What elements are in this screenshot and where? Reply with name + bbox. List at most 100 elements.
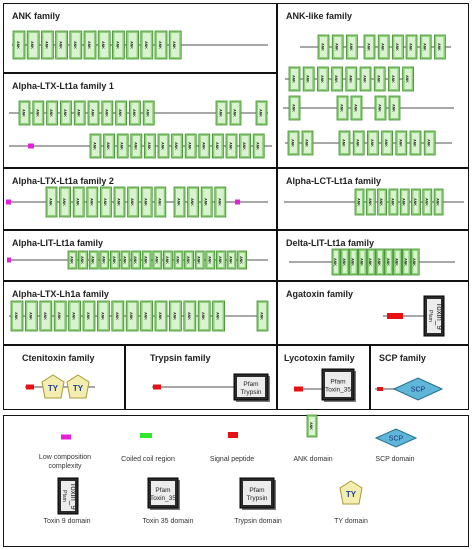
ank-domain-highlight bbox=[404, 69, 412, 89]
ank-domain-highlight bbox=[362, 69, 369, 89]
ank-domain-highlight bbox=[378, 251, 382, 273]
ty-domain bbox=[339, 480, 363, 505]
ank-domain-highlight bbox=[218, 103, 225, 123]
ank-domain-label: ANK bbox=[260, 312, 264, 320]
ank-domain-label: ANK bbox=[340, 104, 344, 112]
ank-domain-label: ANK bbox=[309, 422, 313, 430]
ank-domain-label: ANK bbox=[165, 256, 169, 264]
ank-domain-highlight bbox=[185, 303, 194, 329]
ank-domain-label: ANK bbox=[405, 75, 409, 83]
ank-domain-label: ANK bbox=[390, 198, 394, 206]
ank-domain-highlight bbox=[112, 253, 118, 267]
toxin9-name-label: Toxin_9 bbox=[435, 302, 444, 330]
ank-domain-label: ANK bbox=[157, 198, 161, 206]
ank-domain-highlight bbox=[383, 133, 391, 153]
ank-domain-label: ANK bbox=[207, 256, 211, 264]
ank-domain-highlight bbox=[218, 253, 224, 267]
ank-domain-label: ANK bbox=[219, 109, 223, 117]
ank-domain-label: ANK bbox=[335, 43, 339, 51]
ank-domain-label: ANK bbox=[172, 312, 176, 320]
ank-domain-highlight bbox=[197, 253, 203, 267]
ty-domain-label: TY bbox=[73, 384, 84, 393]
ank-domain-label: ANK bbox=[363, 75, 367, 83]
ank-domain-highlight bbox=[92, 136, 99, 156]
ank-domain-label: ANK bbox=[158, 41, 162, 49]
ank-domain-label: ANK bbox=[30, 41, 34, 49]
ank-domain-highlight bbox=[390, 191, 396, 213]
ank-domain-highlight bbox=[347, 69, 355, 89]
ank-domain-label: ANK bbox=[144, 41, 148, 49]
ank-domain-label: ANK bbox=[368, 258, 372, 266]
legend-toxin35-domain-face bbox=[151, 481, 175, 505]
ank-domain-label: ANK bbox=[370, 139, 374, 147]
ank-domain-highlight bbox=[113, 303, 122, 329]
legend-trypsin-domain-face bbox=[243, 481, 271, 505]
ank-domain-label: ANK bbox=[129, 312, 133, 320]
ank-domain-label: ANK bbox=[118, 109, 122, 117]
ank-domain-highlight bbox=[402, 191, 408, 213]
ank-domain-label: ANK bbox=[351, 258, 355, 266]
ank-domain-highlight bbox=[408, 37, 415, 57]
ank-domain-label: ANK bbox=[188, 142, 192, 150]
ank-domain-highlight bbox=[145, 103, 153, 123]
toxin9-pfam-label: Pfam bbox=[427, 310, 433, 322]
ank-domain-label: ANK bbox=[161, 142, 165, 150]
ank-domain-label: ANK bbox=[357, 198, 361, 206]
ank-domain-highlight bbox=[413, 251, 418, 273]
ank-domain-label: ANK bbox=[386, 258, 390, 266]
ank-domain-label: ANK bbox=[334, 75, 338, 83]
ank-domain-label: ANK bbox=[172, 41, 176, 49]
ank-domain-label: ANK bbox=[381, 43, 385, 51]
scp-domain bbox=[392, 377, 444, 401]
ank-domain-highlight bbox=[436, 37, 444, 57]
legend-toxin35-domain-pfam-label: Pfam bbox=[155, 487, 170, 494]
ank-domain-highlight bbox=[426, 133, 434, 153]
ank-domain-highlight bbox=[304, 133, 311, 153]
ank-domain-highlight bbox=[214, 136, 222, 156]
ank-domain-label: ANK bbox=[101, 256, 105, 264]
ank-domain-highlight bbox=[436, 191, 442, 213]
ank-domain-highlight bbox=[146, 136, 154, 156]
ank-domain-label: ANK bbox=[62, 198, 66, 206]
ank-domain-highlight bbox=[351, 251, 356, 273]
ank-domain-label: ANK bbox=[197, 256, 201, 264]
ank-domain-highlight bbox=[143, 189, 151, 215]
ank-domain-highlight bbox=[229, 253, 234, 267]
ank-domain-highlight bbox=[103, 103, 111, 123]
toxin35-domain-pfam-label: Pfam bbox=[330, 379, 345, 386]
ank-domain-highlight bbox=[15, 33, 23, 57]
ank-domain-label: ANK bbox=[368, 198, 372, 206]
toxin9-domain-face bbox=[427, 299, 441, 333]
ty-domain bbox=[66, 374, 90, 399]
ank-domain-label: ANK bbox=[147, 142, 151, 150]
ank-domain-label: ANK bbox=[123, 256, 127, 264]
ank-domain-label: ANK bbox=[409, 43, 413, 51]
ank-domain-highlight bbox=[119, 136, 127, 156]
ank-domain-highlight bbox=[128, 33, 137, 57]
ank-domain-label: ANK bbox=[356, 139, 360, 147]
ank-domain-highlight bbox=[187, 136, 195, 156]
ank-domain-label: ANK bbox=[133, 256, 137, 264]
ank-domain-label: ANK bbox=[259, 109, 263, 117]
ank-domain-highlight bbox=[216, 189, 224, 215]
ank-domain-label: ANK bbox=[218, 256, 222, 264]
ank-domain-highlight bbox=[129, 189, 137, 215]
ank-domain-highlight bbox=[241, 136, 249, 156]
ank-domain-highlight bbox=[48, 103, 56, 123]
ank-domain-highlight bbox=[71, 33, 80, 57]
ank-domain-highlight bbox=[379, 191, 385, 213]
ank-domain-highlight bbox=[176, 253, 181, 267]
ank-domain-highlight bbox=[133, 253, 139, 267]
ank-domain-highlight bbox=[309, 417, 315, 435]
ank-domain-label: ANK bbox=[144, 312, 148, 320]
ank-domain-highlight bbox=[394, 37, 402, 57]
toxin35-domain-face bbox=[325, 372, 351, 397]
ank-domain-highlight bbox=[290, 133, 297, 153]
ank-domain-label: ANK bbox=[57, 312, 61, 320]
ank-domain-label: ANK bbox=[349, 43, 353, 51]
toxin35-domain-sub-label: Toxin_35 bbox=[325, 387, 351, 394]
low-complexity-region bbox=[7, 257, 11, 263]
ank-domain-label: ANK bbox=[80, 256, 84, 264]
ank-domain-label: ANK bbox=[154, 256, 158, 264]
ank-domain-label: ANK bbox=[201, 312, 205, 320]
